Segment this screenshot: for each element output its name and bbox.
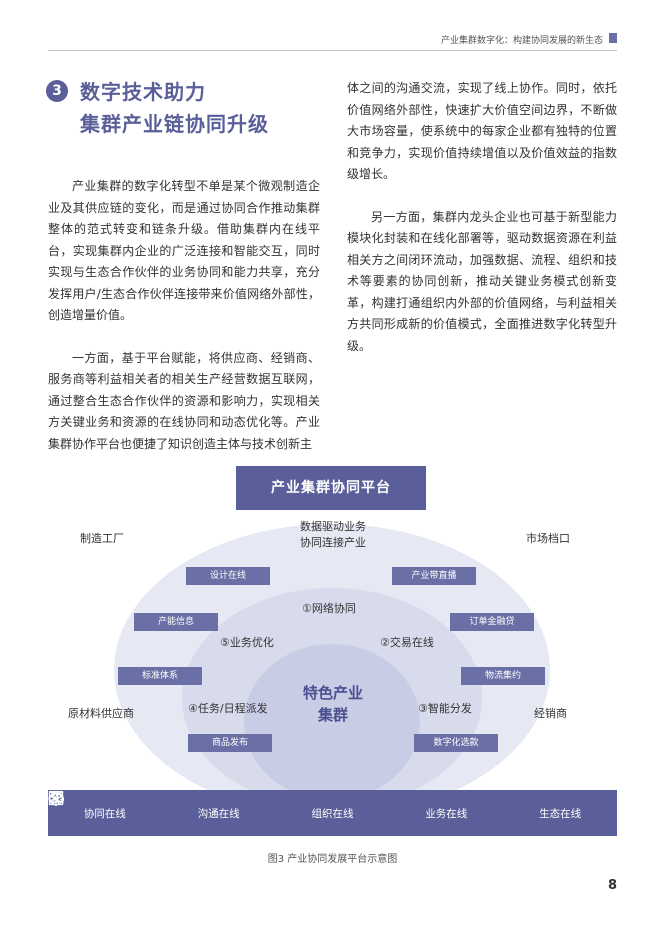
platform-diagram: 产业集群协同平台 数据驱动业务 协同连接产业 制造工厂 市场档口 原材料供应商 …: [48, 460, 617, 840]
label-manufacturing: 制造工厂: [80, 532, 124, 545]
section-title-line2: 集群产业链协同升级: [80, 112, 269, 136]
left-column: 产业集群的数字化转型不单是某个微观制造企业及其供应链的变化，而是通过协同合作推动…: [48, 176, 320, 476]
label-dealer: 经销商: [534, 707, 567, 720]
capability-item: 业务在线: [49, 791, 468, 821]
label-task-dispatch: ④任务/日程派发: [188, 702, 268, 715]
box-order-finance: 订单金融贷: [450, 613, 534, 631]
paragraph: 体之间的沟通交流，实现了线上协作。同时，依托价值网络外部性，快速扩大价值空间边界…: [347, 81, 617, 181]
header-text: 产业集群数字化：构建协同发展的新生态: [440, 36, 603, 46]
paragraph: 产业集群的数字化转型不单是某个微观制造企业及其供应链的变化，而是通过协同合作推动…: [48, 179, 320, 322]
capability-item: 组织在线: [48, 790, 354, 821]
label-smart-distribution: ③智能分发: [418, 702, 472, 715]
capability-label: 协同在线: [83, 807, 126, 820]
capability-label: 沟通在线: [197, 807, 240, 820]
data-driven-label-1: 数据驱动业务: [300, 520, 366, 533]
inner-ellipse: [244, 644, 420, 800]
section-number-badge: 3: [46, 80, 68, 102]
center-line-2: 集群: [317, 706, 348, 724]
label-market: 市场档口: [526, 532, 570, 545]
box-product-release: 商品发布: [188, 734, 272, 752]
box-digital-selection: 数字化选款: [414, 734, 498, 752]
page-header: 产业集群数字化：构建协同发展的新生态: [48, 28, 617, 51]
capability-label: 组织在线: [311, 807, 354, 820]
page-number: 8: [607, 878, 617, 893]
center-line-1: 特色产业: [302, 684, 363, 702]
capability-label: 生态在线: [539, 807, 582, 820]
paragraph: 一方面，基于平台赋能，将供应商、经销商、服务商等利益相关者的相关生产经营数据互联…: [48, 350, 320, 451]
data-driven-label-2: 协同连接产业: [300, 536, 366, 549]
platform-title: 产业集群协同平台: [236, 466, 426, 510]
section-title-line1: 数字技术助力: [80, 80, 206, 104]
box-capacity-info: 产能信息: [134, 613, 218, 631]
header-marker: [609, 33, 617, 43]
cloud-icon: [48, 792, 64, 804]
box-standard-system: 标准体系: [118, 667, 202, 685]
label-trade-online: ②交易在线: [380, 636, 434, 649]
capability-item: 协同在线: [48, 791, 126, 821]
box-live-stream: 产业带直播: [392, 567, 476, 585]
diagram-ellipses: [114, 524, 550, 800]
capability-label: 业务在线: [425, 807, 468, 820]
box-design-online: 设计在线: [186, 567, 270, 585]
label-business-optimize: ⑤业务优化: [220, 636, 274, 649]
right-column: 体之间的沟通交流，实现了线上协作。同时，依托价值网络外部性，快速扩大价值空间边界…: [347, 78, 617, 378]
label-network-synergy: ①网络协同: [302, 602, 356, 615]
box-logistics: 物流集约: [461, 667, 545, 685]
paragraph: 另一方面，集群内龙头企业也可基于新型能力模块化封装和在线化部署等，驱动数据资源在…: [347, 209, 617, 353]
figure-caption: 图3 产业协同发展平台示意图: [267, 854, 398, 865]
capability-item: 生态在线: [48, 792, 582, 821]
online-capabilities-bar: 协同在线 沟通在线 组织在线 业务在线: [48, 790, 617, 836]
label-raw-material: 原材料供应商: [68, 707, 134, 720]
capability-item: 沟通在线: [48, 791, 240, 821]
center-cluster-label: 特色产业 集群: [288, 682, 378, 726]
